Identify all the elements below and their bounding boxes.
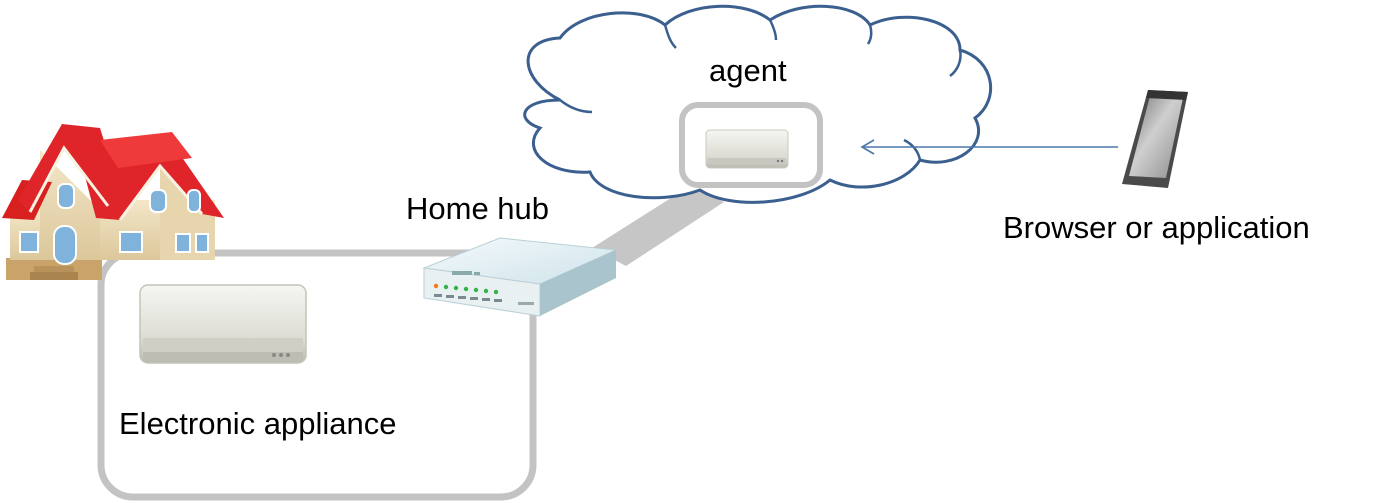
router-icon	[422, 237, 618, 317]
agent-air-conditioner-icon	[705, 129, 789, 169]
agent-label: agent	[709, 53, 787, 88]
electronic-appliance-label: Electronic appliance	[119, 406, 397, 441]
air-conditioner-icon	[139, 284, 307, 364]
home-hub-label: Home hub	[406, 191, 550, 226]
smartphone-icon	[1122, 90, 1188, 188]
browser-or-application-label: Browser or application	[1003, 210, 1310, 245]
request-arrow	[860, 139, 1118, 155]
house-icon	[2, 124, 224, 280]
appliance-frame	[97, 249, 537, 501]
hub-to-agent-connection	[592, 186, 724, 266]
